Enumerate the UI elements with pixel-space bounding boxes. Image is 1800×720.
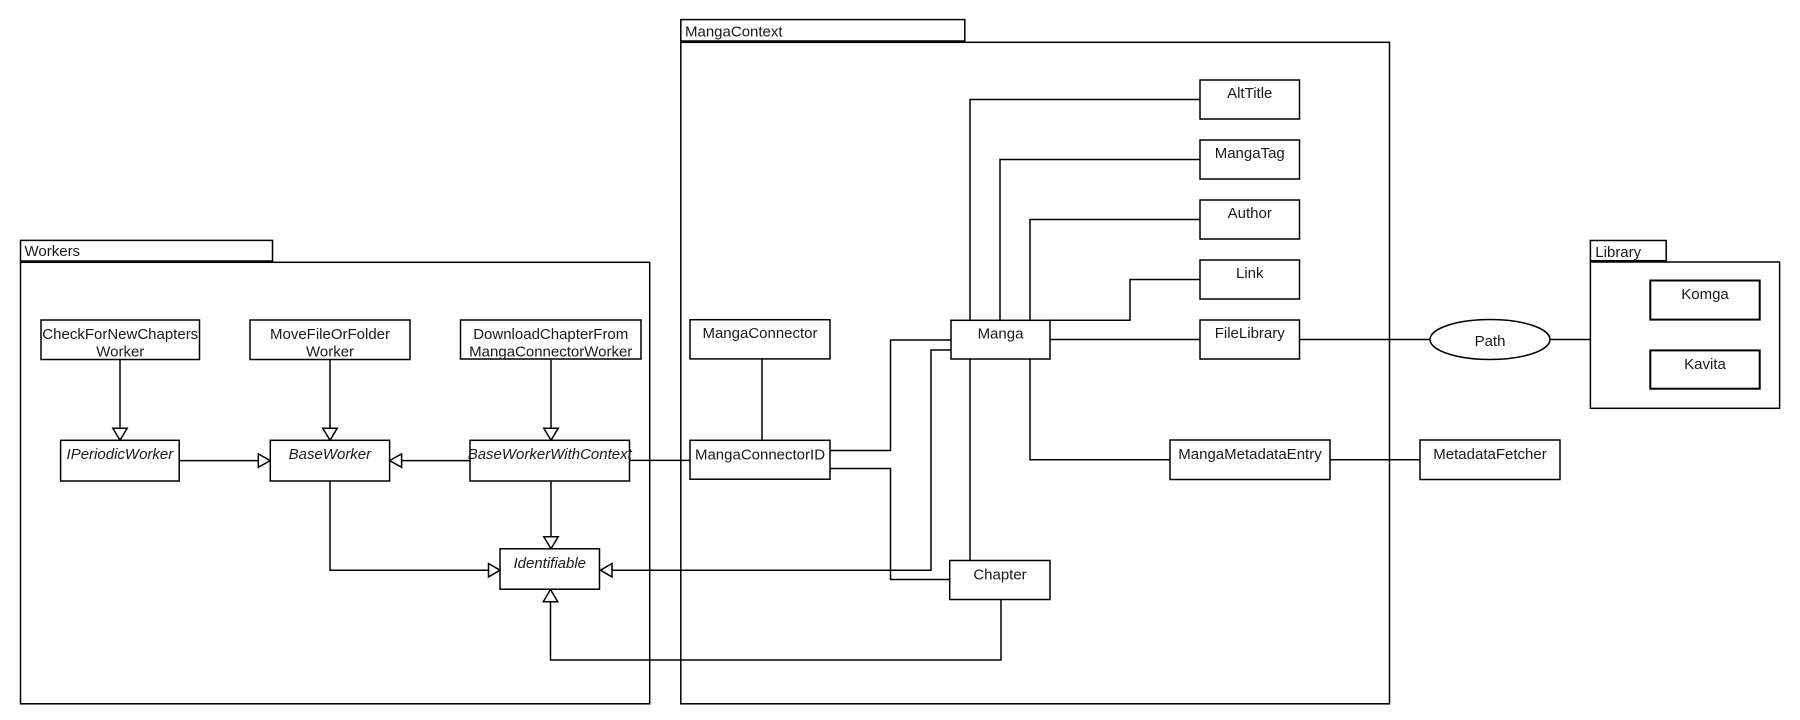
svg-text:Komga: Komga	[1681, 286, 1729, 303]
svg-text:Library: Library	[1595, 244, 1641, 261]
svg-text:MangaTag: MangaTag	[1215, 145, 1285, 162]
svg-text:Path: Path	[1475, 333, 1506, 350]
svg-text:DownloadChapterFrom: DownloadChapterFrom	[473, 326, 628, 343]
svg-text:Worker: Worker	[306, 344, 354, 361]
svg-text:Author: Author	[1228, 205, 1272, 222]
svg-text:MangaConnectorID: MangaConnectorID	[695, 446, 825, 463]
svg-text:BaseWorker: BaseWorker	[289, 446, 373, 463]
svg-text:IPeriodicWorker: IPeriodicWorker	[67, 446, 175, 463]
svg-text:MangaContext: MangaContext	[685, 23, 783, 40]
svg-text:FileLibrary: FileLibrary	[1215, 325, 1286, 342]
svg-text:Link: Link	[1236, 265, 1264, 282]
svg-text:BaseWorkerWithContext: BaseWorkerWithContext	[468, 446, 633, 463]
svg-text:AltTitle: AltTitle	[1227, 85, 1272, 102]
svg-text:Chapter: Chapter	[973, 567, 1026, 584]
svg-text:Worker: Worker	[96, 344, 144, 361]
svg-text:Workers: Workers	[25, 243, 81, 260]
svg-text:MetadataFetcher: MetadataFetcher	[1433, 446, 1546, 463]
svg-text:MangaConnector: MangaConnector	[702, 325, 817, 342]
svg-text:Identifiable: Identifiable	[513, 555, 586, 572]
svg-text:CheckForNewChapters: CheckForNewChapters	[42, 326, 198, 343]
svg-text:MoveFileOrFolder: MoveFileOrFolder	[270, 326, 390, 343]
svg-text:Manga: Manga	[978, 326, 1025, 343]
svg-text:MangaConnectorWorker: MangaConnectorWorker	[469, 344, 632, 361]
svg-text:MangaMetadataEntry: MangaMetadataEntry	[1178, 446, 1322, 463]
svg-text:Kavita: Kavita	[1684, 356, 1726, 373]
